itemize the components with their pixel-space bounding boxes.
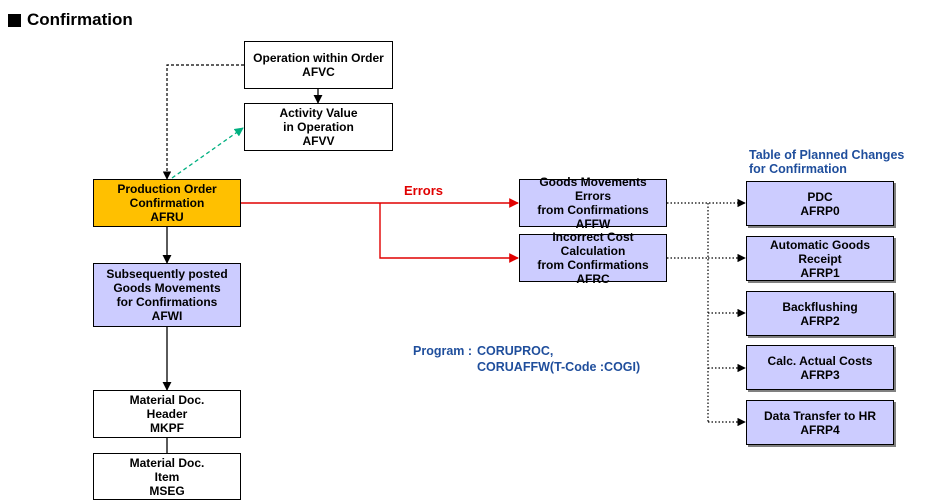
box-afrp1: Automatic Goods Receipt AFRP1 xyxy=(746,236,894,281)
box-mseg-code: MSEG xyxy=(149,483,185,498)
program-line1: CORUPROC, xyxy=(477,344,554,358)
box-afrp4: Data Transfer to HR AFRP4 xyxy=(746,400,894,445)
box-afvv-code: AFVV xyxy=(302,134,335,148)
box-affw-line1: Goods Movements Errors xyxy=(539,175,647,203)
square-bullet-icon xyxy=(8,13,21,27)
box-mseg: Material Doc. Item MSEG xyxy=(93,453,241,500)
box-mkpf-line2: Header xyxy=(146,407,188,421)
box-afru-line1: Production Order xyxy=(117,182,217,196)
box-afru: Production Order Confirmation AFRU xyxy=(93,179,241,227)
box-afwi-line1: Subsequently posted xyxy=(106,267,228,281)
planned-changes-title-line2: for Confirmation xyxy=(749,162,847,176)
box-afrp4-code: AFRP4 xyxy=(800,422,840,437)
box-afrp4-line1: Data Transfer to HR xyxy=(763,408,877,423)
box-afru-line2: Confirmation xyxy=(129,196,205,210)
box-afrp3: Calc. Actual Costs AFRP3 xyxy=(746,345,894,390)
box-afvv: Activity Value in Operation AFVV xyxy=(244,103,393,151)
program-line2: CORUAFFW(T-Code :COGI) xyxy=(477,360,641,374)
box-afwi-code: AFWI xyxy=(151,309,183,323)
box-afrp3-code: AFRP3 xyxy=(800,367,840,382)
box-affw-code: AFFW xyxy=(575,217,611,231)
box-afvc-code: AFVC xyxy=(302,65,335,79)
box-afrc-line1: Incorrect Cost Calculation xyxy=(552,230,634,258)
box-mseg-line1: Material Doc. xyxy=(129,455,205,470)
arrow-afvc-afru xyxy=(162,64,244,180)
box-afwi: Subsequently posted Goods Movements for … xyxy=(93,263,241,327)
box-afrp3-line1: Calc. Actual Costs xyxy=(767,353,873,368)
box-mkpf-line1: Material Doc. xyxy=(129,393,205,407)
box-afru-code: AFRU xyxy=(150,210,184,224)
box-afrp2-line1: Backflushing xyxy=(782,299,858,314)
errors-label: Errors xyxy=(404,183,444,198)
box-afvv-line2: in Operation xyxy=(283,120,354,134)
program-label: Program : xyxy=(413,344,473,358)
box-affw-line2: from Confirmations xyxy=(537,203,649,217)
page-title: Confirmation xyxy=(8,10,133,30)
arrow-afru-afvv xyxy=(171,127,244,179)
box-afwi-line3: for Confirmations xyxy=(116,295,218,309)
box-afrc-code: AFRC xyxy=(576,272,610,286)
planned-changes-title-line1: Table of Planned Changes xyxy=(749,148,905,162)
box-afrp1-code: AFRP1 xyxy=(800,265,840,280)
box-afrc-line2: from Confirmations xyxy=(537,258,649,272)
box-afrp0: PDC AFRP0 xyxy=(746,181,894,226)
box-afvc-line1: Operation within Order xyxy=(253,51,384,65)
box-afrp2: Backflushing AFRP2 xyxy=(746,291,894,336)
box-afrp0-line1: PDC xyxy=(807,189,833,204)
box-afvc: Operation within Order AFVC xyxy=(244,41,393,89)
box-afrp2-code: AFRP2 xyxy=(800,313,840,328)
box-afrp0-code: AFRP0 xyxy=(800,203,840,218)
box-afrc: Incorrect Cost Calculation from Confirma… xyxy=(519,230,667,286)
box-afvv-line1: Activity Value xyxy=(279,106,358,120)
arrow-afru-afrc xyxy=(379,203,519,263)
box-afwi-line2: Goods Movements xyxy=(113,281,221,295)
box-afrp1-line1: Automatic Goods Receipt xyxy=(769,237,870,266)
page-title-text: Confirmation xyxy=(27,10,133,29)
box-mseg-line2: Item xyxy=(154,469,180,484)
box-mkpf: Material Doc. Header MKPF xyxy=(93,390,241,438)
box-affw: Goods Movements Errors from Confirmation… xyxy=(519,175,667,231)
box-mkpf-code: MKPF xyxy=(150,421,184,435)
